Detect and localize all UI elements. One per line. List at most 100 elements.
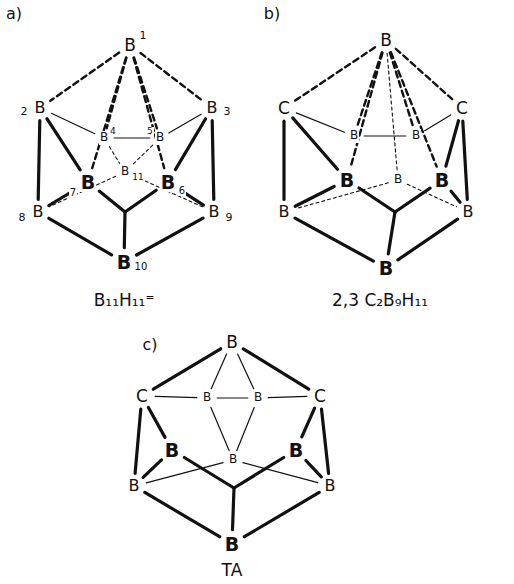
cluster-bond [143, 460, 161, 477]
cluster-bond [390, 53, 413, 127]
panel-label: TA [221, 561, 244, 580]
vertex-number: 11 [131, 173, 144, 183]
atom-label: B [411, 129, 421, 142]
atom-label: B [225, 333, 239, 352]
cluster-bond [322, 409, 329, 473]
cluster-bond [184, 458, 234, 489]
atom-label: B [128, 477, 141, 495]
cluster-bond [141, 53, 203, 100]
cluster-bond [125, 190, 156, 212]
atom-label: B [462, 203, 475, 221]
cluster-bond [357, 53, 382, 127]
cluster-bond [109, 147, 119, 164]
vertex-number: 4 [109, 127, 117, 137]
cluster-bond [388, 212, 395, 254]
cluster-bond [99, 191, 125, 212]
vertex-number: 3 [223, 106, 232, 118]
cluster-bond [233, 488, 235, 530]
panel-label: B₁₁H₁₁⁼ [93, 291, 156, 310]
cluster-bond [387, 53, 397, 170]
cluster-bond [211, 407, 229, 450]
atom-label: B [123, 36, 137, 55]
cluster-bond [238, 354, 254, 389]
cluster-bond [351, 53, 383, 166]
cluster-bond [302, 408, 315, 437]
cluster-bond [137, 218, 203, 255]
cluster-bond [295, 187, 334, 207]
cluster-bond [114, 137, 150, 138]
vertex-number: 1 [139, 30, 148, 42]
cluster-bond [153, 349, 220, 389]
cluster-bond [123, 212, 127, 248]
atom-label: B [434, 170, 450, 191]
cluster-bond [446, 121, 459, 166]
cluster-bond [243, 349, 308, 389]
cluster-bond [38, 121, 40, 200]
cluster-bond [451, 191, 460, 202]
cluster-bond [391, 52, 437, 166]
cluster-bond [463, 121, 468, 199]
atom-label: B [228, 453, 238, 466]
atom-label: B [208, 203, 221, 221]
panel-label: c) [142, 336, 159, 354]
vertex-number: 9 [225, 212, 234, 224]
cluster-bond [169, 114, 201, 133]
atom-label: B [155, 131, 165, 144]
atom-label: B [34, 99, 47, 117]
cluster-bond [148, 408, 165, 438]
atom-label: B [206, 99, 219, 117]
atom-label: B [393, 173, 403, 186]
cluster-bond [146, 463, 223, 483]
atom-label: B [378, 258, 394, 279]
vertex-number: 6 [178, 185, 186, 196]
cluster-bond [296, 113, 344, 132]
atom-label: B [164, 440, 180, 461]
cluster-bond [237, 408, 254, 451]
atom-label: B [32, 203, 45, 221]
cluster-bond [211, 354, 226, 389]
atom-label: C [455, 99, 469, 118]
atom-label: B [120, 165, 130, 178]
cluster-bond [234, 458, 284, 489]
atom-label: B [202, 391, 212, 404]
atom-label: B [116, 252, 132, 273]
atom-label: B [224, 534, 240, 555]
atom-label: B [349, 129, 359, 142]
vertex-number: 7 [69, 187, 77, 198]
atom-label: B [278, 203, 291, 221]
vertex-number: 5 [146, 127, 154, 137]
atom-label: C [277, 99, 291, 118]
cluster-bond [50, 53, 119, 101]
cluster-bond [293, 118, 338, 169]
cluster-bond [425, 115, 451, 131]
cluster-bond [132, 145, 152, 165]
vertex-number: 10 [134, 261, 149, 272]
atom-label: B [160, 172, 176, 193]
vertex-number: 8 [18, 212, 27, 224]
cluster-bond [212, 121, 214, 200]
cluster-bond [364, 135, 406, 136]
cluster-bond [398, 219, 458, 260]
cluster-bond [145, 492, 220, 536]
cluster-bond [282, 121, 285, 199]
atom-label: B [324, 477, 337, 495]
cluster-bond [135, 409, 141, 473]
cluster-bond [359, 188, 395, 212]
cluster-bond [295, 47, 375, 100]
cluster-bond [155, 396, 197, 397]
atom-label: B [253, 391, 263, 404]
atom-label: B [379, 31, 393, 50]
atom-label: C [313, 387, 327, 406]
cluster-bond [92, 58, 126, 169]
cluster-bond [396, 49, 452, 99]
atom-label: B [288, 440, 304, 461]
cluster-bond [306, 461, 321, 477]
panel-label: b) [263, 5, 281, 23]
cluster-bond [134, 58, 165, 168]
cluster-bond [217, 397, 248, 398]
atom-label: B [339, 170, 355, 191]
cluster-bond [244, 492, 319, 536]
cluster-bond [51, 113, 94, 133]
